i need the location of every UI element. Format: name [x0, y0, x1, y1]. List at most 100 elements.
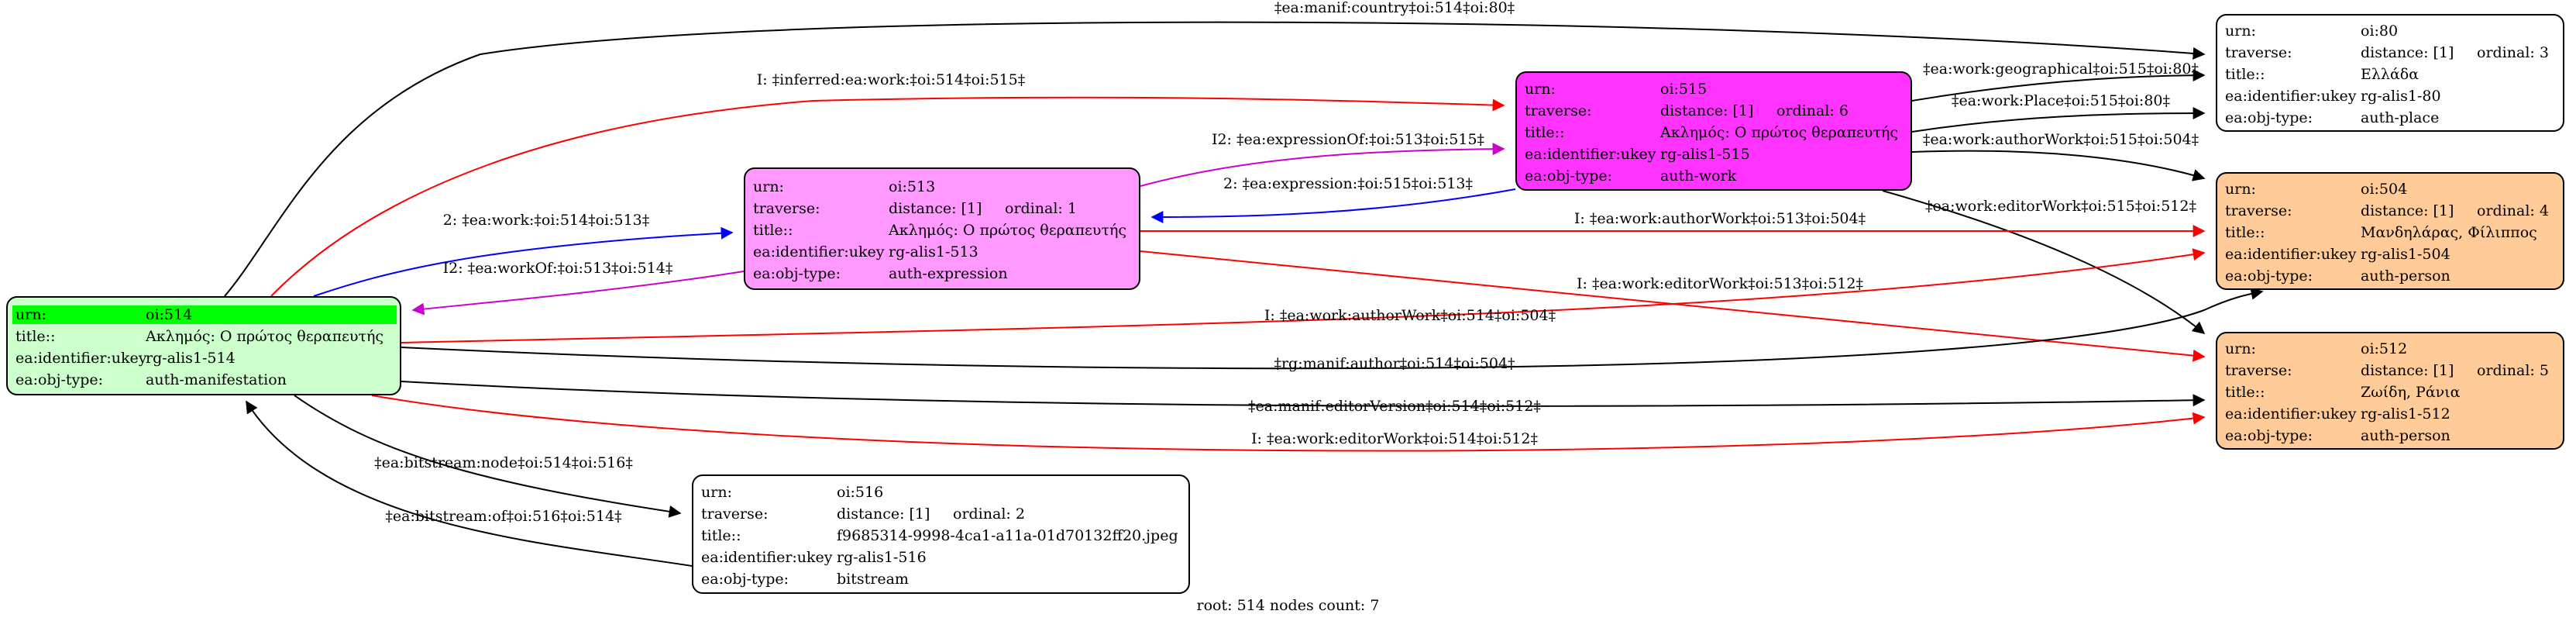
- row-ordinal: ordinal: 3: [2477, 44, 2549, 61]
- row-value: Ακλημός: Ο πρώτος θεραπευτής: [146, 328, 383, 345]
- node-80[interactable]: urn: oi:80 traverse: distance: [1] ordinal: …: [2216, 14, 2564, 132]
- node-516[interactable]: urn: oi:516 traverse:distance: [1]ordinal:…: [692, 474, 1190, 594]
- row-value: distance: [1]: [1660, 102, 1754, 119]
- row-value: Ακλημός: Ο πρώτος θεραπευτής: [1660, 124, 1898, 141]
- row-value: rg-alis1-513: [889, 243, 978, 260]
- row-ordinal: ordinal: 1: [1005, 200, 1077, 217]
- node-row: title::Ακλημός: Ο πρώτος θεραπευτής: [1525, 123, 1906, 142]
- node-row: title::Ελλάδα: [2225, 65, 2558, 84]
- graph-footer: root: 514 nodes count: 7: [1196, 597, 1380, 614]
- edge-n514-n512-e16: [371, 395, 2206, 452]
- row-key: traverse:: [2225, 44, 2292, 61]
- row-value: Ακλημός: Ο πρώτος θεραπευτής: [889, 222, 1126, 239]
- row-key: urn:: [15, 306, 46, 323]
- row-key: ea:obj-type:: [753, 265, 841, 282]
- node-row: traverse: distance: [1] ordinal: 3: [2225, 43, 2558, 62]
- row-value: distance: [1]: [2361, 44, 2454, 61]
- edge-label: I2: ‡ea:workOf:‡oi:513‡oi:514‡: [443, 260, 673, 277]
- edge-n514-n504-e14: [401, 287, 2264, 370]
- node-row: title::Μανδηλάρας, Φίλιππος: [2225, 223, 2558, 242]
- edge-n515-n504-e9: [1911, 150, 2206, 181]
- edge-n514-n80-e1: [224, 21, 2206, 297]
- row-key: urn:: [753, 178, 784, 195]
- node-row: ea:obj-type:auth-place: [2225, 109, 2558, 127]
- node-row: urn:oi:504: [2225, 180, 2558, 198]
- edge-label: 2: ‡ea:work:‡oi:514‡oi:513‡: [443, 212, 650, 229]
- node-row: ea:obj-type: auth-person: [2225, 426, 2558, 445]
- edge-n515-n512-e10: [1882, 190, 2206, 335]
- row-value: oi:80: [2361, 22, 2399, 40]
- edge-n515-n80-e8: [1911, 107, 2206, 133]
- row-value: auth-expression: [889, 265, 1008, 282]
- edge-label: ‡ea:work:authorWork‡oi:515‡oi:504‡: [1923, 131, 2199, 148]
- row-key: traverse:: [2225, 202, 2292, 219]
- edge-n514-n516-e17: [294, 395, 682, 518]
- node-row: urn: oi:514: [15, 305, 395, 324]
- node-row: ea:obj-type:auth-work: [1525, 167, 1906, 185]
- edge-n514-n512-e15: [401, 381, 2206, 407]
- node-row: ea:obj-type:auth-manifestation: [15, 371, 395, 389]
- edge-n515-n513-e6: [1150, 188, 1516, 223]
- node-row: title::Ζωίδη, Ράνια: [2225, 383, 2558, 402]
- edge-n516-n514-e18: [246, 400, 693, 567]
- row-ordinal: ordinal: 6: [1776, 102, 1849, 119]
- row-value: oi:513: [889, 178, 936, 195]
- row-value: Μανδηλάρας, Φίλιππος: [2361, 224, 2537, 241]
- edge-n514-n513-e3: [313, 226, 734, 297]
- row-value: rg-alis1-512: [2361, 405, 2450, 423]
- row-key: ea:identifier:ukey: [2225, 88, 2357, 105]
- row-value: oi:514: [146, 306, 193, 323]
- edge-label: 2: ‡ea:expression:‡oi:515‡oi:513‡: [1223, 175, 1473, 192]
- row-value: oi:515: [1660, 81, 1708, 98]
- node-row: title::f9685314-9998-4ca1-a11a-01d70132f…: [701, 526, 1184, 545]
- row-key: title::: [701, 527, 741, 544]
- node-row: traverse:distance: [1]ordinal: 2: [701, 505, 1184, 523]
- node-row: ea:obj-type:bitstream: [701, 570, 1184, 588]
- row-key: title::: [2225, 384, 2265, 401]
- row-key: urn:: [2225, 181, 2256, 198]
- row-key: ea:obj-type:: [2225, 427, 2313, 444]
- row-key: ea:identifier:ukey: [15, 350, 147, 367]
- row-key: traverse:: [2225, 362, 2292, 379]
- node-504[interactable]: urn:oi:504 traverse: distance: [1] ordinal:…: [2216, 172, 2564, 290]
- node-row: ea:obj-type: auth-expression: [753, 264, 1134, 283]
- row-value: auth-place: [2361, 109, 2440, 126]
- row-value: auth-person: [2361, 267, 2450, 285]
- row-key: title::: [2225, 224, 2265, 241]
- row-key: urn:: [2225, 22, 2256, 40]
- row-key: ea:identifier:ukey: [2225, 246, 2357, 263]
- edge-label: ‡ea:bitstream:node‡oi:514‡oi:516‡: [374, 454, 633, 471]
- row-key: title::: [2225, 66, 2265, 83]
- edge-n515-n80-e7: [1911, 69, 2206, 102]
- row-value: oi:512: [2361, 340, 2408, 357]
- row-key: ea:identifier:ukey: [2225, 405, 2357, 423]
- node-row: title::Ακλημός: Ο πρώτος θεραπευτής: [753, 221, 1134, 240]
- edge-n514-n515-e2: [270, 96, 1505, 297]
- node-row: traverse: distance: [1] ordinal: 4: [2225, 202, 2558, 220]
- row-value: auth-person: [2361, 427, 2450, 444]
- row-key: urn:: [701, 484, 732, 501]
- row-value: rg-alis1-504: [2361, 246, 2450, 263]
- row-value: distance: [1]: [2361, 202, 2454, 219]
- edge-label: ‡ea:work:Place‡oi:515‡oi:80‡: [1952, 92, 2170, 109]
- row-key: urn:: [2225, 340, 2256, 357]
- row-ordinal: ordinal: 4: [2477, 202, 2549, 219]
- row-key: traverse:: [753, 200, 820, 217]
- edge-label: I: ‡ea:work:authorWork‡oi:513‡oi:504‡: [1574, 210, 1866, 227]
- node-row: urn: oi:516: [701, 483, 1184, 502]
- edge-label: ‡ea:manif:country‡oi:514‡oi:80‡: [1274, 0, 1515, 16]
- node-row: title::Ακλημός: Ο πρώτος θεραπευτής: [15, 327, 395, 346]
- row-value: oi:516: [837, 484, 884, 501]
